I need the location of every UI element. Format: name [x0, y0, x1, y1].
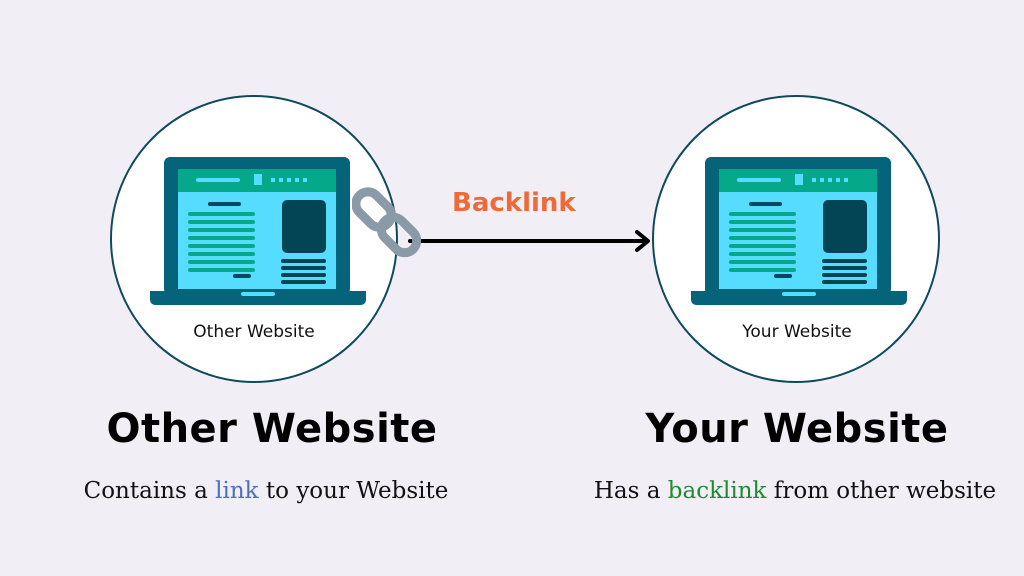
backlink-label: Backlink: [452, 188, 576, 218]
description-text: Contains a: [83, 478, 216, 504]
arrow-right-icon: [408, 230, 650, 252]
other-website-caption: Other Website: [193, 322, 315, 342]
your-website-heading: Your Website: [645, 406, 949, 452]
description-text: Has a: [593, 478, 668, 504]
chain-link-icon: [352, 187, 422, 258]
link-highlight: link: [215, 478, 259, 504]
your-website-description: Has a backlink from other website: [594, 478, 996, 504]
laptop-icon: [150, 157, 366, 305]
backlink-highlight: backlink: [667, 478, 767, 504]
description-text: from other website: [766, 478, 997, 504]
description-text: to your Website: [258, 478, 449, 504]
other-website-description: Contains a link to your Website: [84, 478, 449, 504]
your-website-caption: Your Website: [742, 322, 852, 342]
laptop-icon: [691, 157, 907, 305]
other-website-heading: Other Website: [106, 406, 438, 452]
